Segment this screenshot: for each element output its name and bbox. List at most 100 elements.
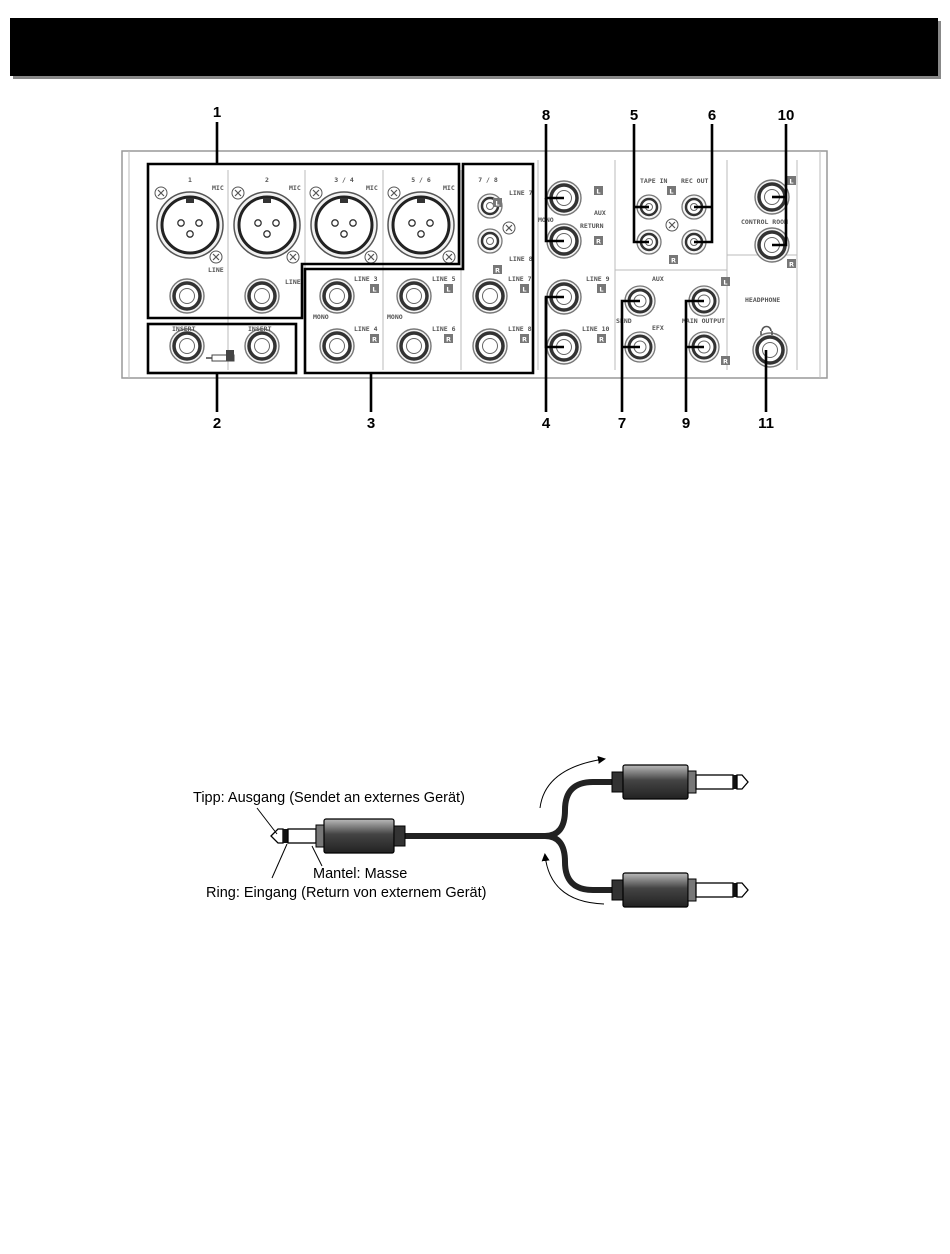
line-jack-6 xyxy=(395,327,433,365)
svg-text:EFX: EFX xyxy=(652,324,664,332)
rca-line-8 xyxy=(476,227,504,255)
svg-text:7 / 8: 7 / 8 xyxy=(478,176,498,184)
ground-switch-icon xyxy=(206,350,235,362)
callout-numbers: 1 2 3 4 5 6 7 8 9 10 11 xyxy=(213,104,795,432)
send-arrow xyxy=(539,755,606,809)
svg-text:MIC: MIC xyxy=(212,184,224,192)
svg-text:R: R xyxy=(596,238,601,246)
svg-text:LINE: LINE xyxy=(208,266,224,274)
svg-text:L: L xyxy=(669,188,673,196)
svg-text:R: R xyxy=(372,336,377,344)
trs-plug xyxy=(270,818,406,854)
line-jack-2 xyxy=(243,277,281,315)
return-arrow xyxy=(541,853,605,905)
svg-text:L: L xyxy=(495,200,499,208)
callout-3: 3 xyxy=(367,415,375,432)
y-cable xyxy=(402,779,615,893)
svg-text:HEADPHONE: HEADPHONE xyxy=(745,296,780,304)
rear-panel-diagram: L R L R L R L R L R L R L R L R L R 1 MI… xyxy=(121,104,828,432)
svg-text:LINE 3: LINE 3 xyxy=(354,275,378,283)
svg-text:5 / 6: 5 / 6 xyxy=(411,176,431,184)
insert-jack-1 xyxy=(168,327,206,365)
line-jack-5 xyxy=(395,277,433,315)
svg-text:L: L xyxy=(372,286,376,294)
svg-text:MIC: MIC xyxy=(289,184,301,192)
callout-lines xyxy=(215,122,788,412)
svg-text:LINE 9: LINE 9 xyxy=(586,275,610,283)
xlr-input-56 xyxy=(386,190,456,260)
svg-text:R: R xyxy=(599,336,604,344)
svg-text:LINE 6: LINE 6 xyxy=(432,325,456,333)
svg-text:R: R xyxy=(446,336,451,344)
svg-text:L: L xyxy=(522,286,526,294)
ts-plug-bottom xyxy=(611,872,749,908)
svg-text:LINE 7: LINE 7 xyxy=(509,189,533,197)
callout-10: 10 xyxy=(778,107,795,124)
svg-text:LINE 7: LINE 7 xyxy=(508,275,532,283)
callout-4: 4 xyxy=(542,415,551,432)
svg-text:L: L xyxy=(723,279,727,287)
callout-8: 8 xyxy=(542,107,550,124)
line-jack-1 xyxy=(168,277,206,315)
svg-text:MAIN OUTPUT: MAIN OUTPUT xyxy=(682,317,725,325)
callout-1: 1 xyxy=(213,104,221,121)
line-jack-3 xyxy=(318,277,356,315)
line-jack-8 xyxy=(471,327,509,365)
svg-text:L: L xyxy=(596,188,600,196)
callout-2: 2 xyxy=(213,415,221,432)
leader-lines xyxy=(256,807,323,879)
svg-text:LINE: LINE xyxy=(285,278,301,286)
xlr-input-1 xyxy=(155,190,225,260)
callout-11: 11 xyxy=(758,415,774,432)
svg-text:CONTROL ROOM: CONTROL ROOM xyxy=(741,218,788,226)
svg-text:R: R xyxy=(522,336,527,344)
callout-7: 7 xyxy=(618,415,626,432)
svg-text:LINE 5: LINE 5 xyxy=(432,275,456,283)
panel-labels: 1 MIC 2 MIC 3 / 4 MIC 5 / 6 MIC 7 / 8 LI… xyxy=(172,176,788,333)
svg-text:LINE 8: LINE 8 xyxy=(508,325,532,333)
svg-text:INSERT: INSERT xyxy=(172,325,196,333)
svg-text:TAPE IN: TAPE IN xyxy=(640,177,667,185)
callout-6: 6 xyxy=(708,107,716,124)
callout-9: 9 xyxy=(682,415,690,432)
ts-plug-top xyxy=(611,764,749,800)
svg-text:R: R xyxy=(723,358,728,366)
sleeve-label: Mantel: Masse xyxy=(313,866,407,882)
svg-text:INSERT: INSERT xyxy=(248,325,272,333)
channel-badges: L R L R L R L R L R L R L R L R L R xyxy=(370,176,796,366)
headphone-jack xyxy=(751,331,789,369)
svg-text:2: 2 xyxy=(265,176,269,184)
svg-text:LINE 8: LINE 8 xyxy=(509,255,533,263)
xlr-input-2 xyxy=(232,190,302,260)
callout-5: 5 xyxy=(630,107,638,124)
svg-text:AUX: AUX xyxy=(652,275,664,283)
header-bar xyxy=(10,18,938,76)
svg-text:3 / 4: 3 / 4 xyxy=(334,176,354,184)
svg-text:1: 1 xyxy=(188,176,192,184)
svg-text:LINE 10: LINE 10 xyxy=(582,325,609,333)
svg-text:L: L xyxy=(789,178,793,186)
svg-text:R: R xyxy=(671,257,676,265)
svg-text:L: L xyxy=(599,286,603,294)
svg-text:MONO: MONO xyxy=(313,313,329,321)
svg-text:L: L xyxy=(446,286,450,294)
svg-text:SEND: SEND xyxy=(616,317,632,325)
svg-text:R: R xyxy=(495,267,500,275)
line-jack-4 xyxy=(318,327,356,365)
tip-label: Tipp: Ausgang (Sendet an externes Gerät) xyxy=(193,790,465,806)
svg-text:MIC: MIC xyxy=(366,184,378,192)
svg-text:MIC: MIC xyxy=(443,184,455,192)
headphone-icon xyxy=(760,325,773,335)
insert-jack-2 xyxy=(243,327,281,365)
svg-text:R: R xyxy=(789,261,794,269)
svg-text:REC OUT: REC OUT xyxy=(681,177,708,185)
svg-text:MONO: MONO xyxy=(387,313,403,321)
svg-text:RETURN: RETURN xyxy=(580,222,604,230)
xlr-input-34 xyxy=(309,190,379,260)
highlight-boxes xyxy=(146,162,535,375)
svg-text:LINE 4: LINE 4 xyxy=(354,325,378,333)
ring-label: Ring: Eingang (Return von externem Gerät… xyxy=(206,885,486,901)
line-jack-7 xyxy=(471,277,509,315)
svg-text:AUX: AUX xyxy=(594,209,606,217)
insert-cable-diagram: Tipp: Ausgang (Sendet an externes Gerät)… xyxy=(193,755,749,908)
